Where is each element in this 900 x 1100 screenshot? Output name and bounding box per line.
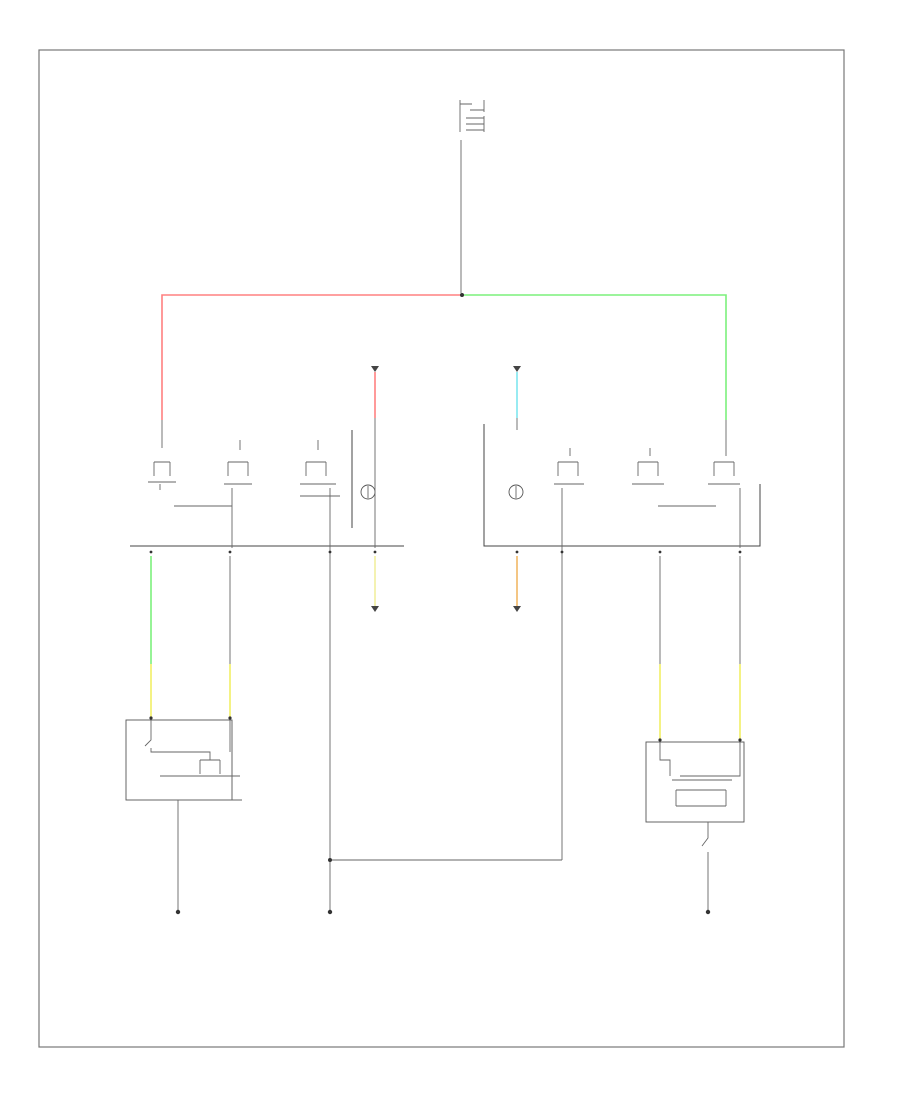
illumination-left-feed [371, 366, 379, 418]
center-ground [327, 909, 333, 915]
terminal-dots [149, 550, 742, 742]
dimming-left [371, 556, 379, 612]
left-seat-heater [125, 664, 242, 830]
right-seat-heater-switch [483, 418, 761, 548]
left-ground [175, 830, 181, 915]
left-seat-heater-switch [130, 418, 404, 548]
fuse-block [459, 100, 485, 293]
lower-wiring [150, 548, 741, 912]
right-seat-heater [645, 664, 745, 912]
bus-junction [460, 293, 464, 297]
diagram-frame [38, 49, 845, 1048]
bus-red-wire [161, 294, 462, 420]
power-bus [161, 293, 727, 420]
bus-green-wire [462, 294, 727, 420]
illumination-right-feed [513, 366, 521, 418]
right-ground [705, 909, 711, 915]
dimming-right [513, 556, 521, 612]
